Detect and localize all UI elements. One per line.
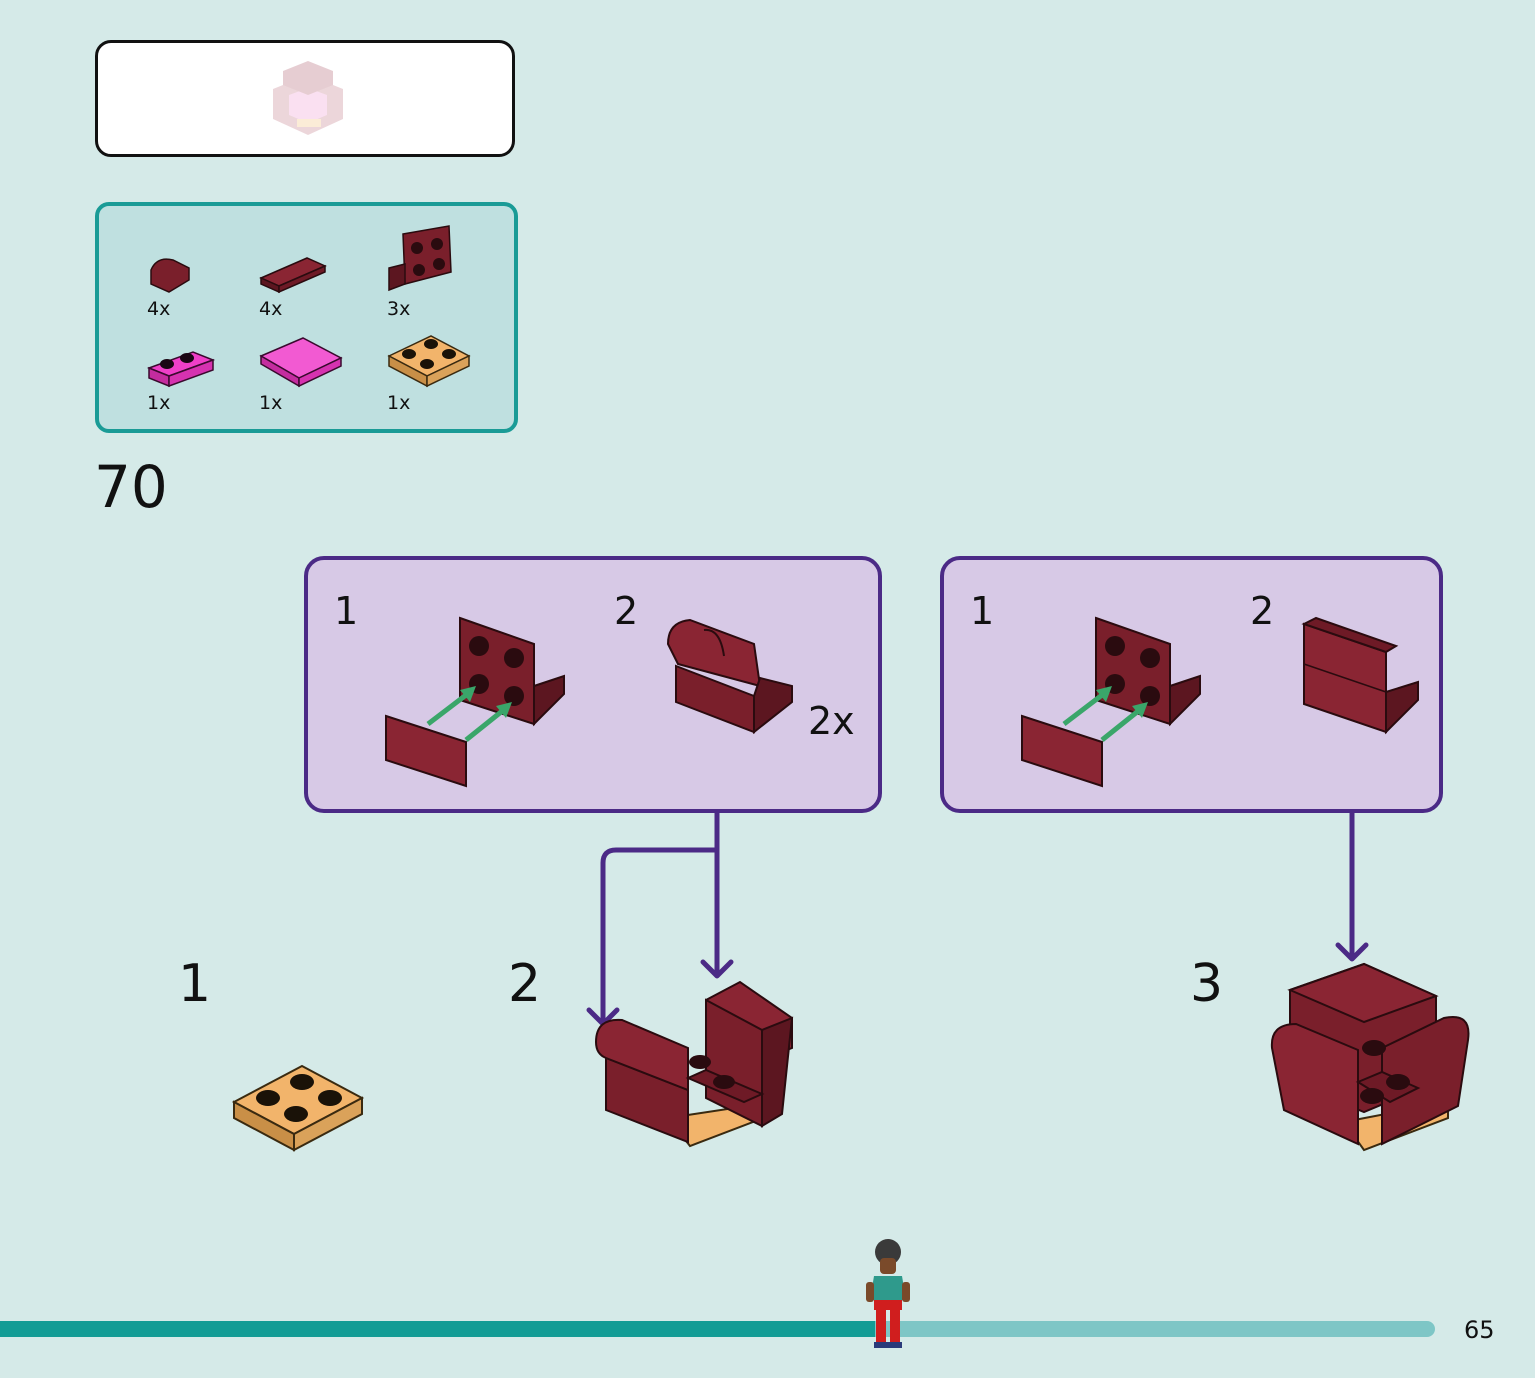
page-number: 65 [1464,1316,1495,1344]
tan-plate-part-icon [387,335,471,388]
part-qty: 4x [259,298,283,320]
part-qty: 1x [147,392,171,414]
minifigure-icon [866,1239,910,1348]
pink-tile-part-icon [259,337,343,388]
build-step-number: 1 [178,954,212,1014]
progress-bar-fill [0,1321,876,1337]
step-number: 70 [94,453,168,521]
bracket-part-icon [388,225,452,292]
tile-part-icon [259,257,327,294]
completed-armchair-icon [1270,962,1470,1152]
bracket-with-curved-slope-icon [666,618,793,735]
part-qty: 1x [387,392,411,414]
partial-armchair-icon [594,980,794,1148]
sub-step-number: 1 [970,589,995,633]
subassembly-box-a: 1 2 2x [304,556,882,813]
sub-step-number: 2 [614,589,639,633]
model-preview-box [95,40,515,157]
parts-list: 4x 4x 3x 1x 1x 1x [95,202,518,433]
curved-slope-part-icon [150,258,190,293]
bracket-with-tile-attached-icon [1301,616,1419,735]
part-qty: 1x [259,392,283,414]
bracket-with-tile-icon [1021,616,1201,788]
armchair-preview-icon [273,61,343,135]
build-step-number: 2 [508,954,542,1014]
tan-plate-build-icon [231,1064,365,1152]
subassembly-box-b: 1 2 [940,556,1443,813]
sub-step-number: 1 [334,589,359,633]
part-qty: 3x [387,298,411,320]
progress-bar [0,1321,1435,1337]
multiplier-label: 2x [808,699,855,743]
build-step-number: 3 [1190,954,1224,1014]
sub-step-number: 2 [1250,589,1275,633]
pink-plate-part-icon [146,351,216,388]
bracket-with-tile-icon [385,616,565,788]
part-qty: 4x [147,298,171,320]
